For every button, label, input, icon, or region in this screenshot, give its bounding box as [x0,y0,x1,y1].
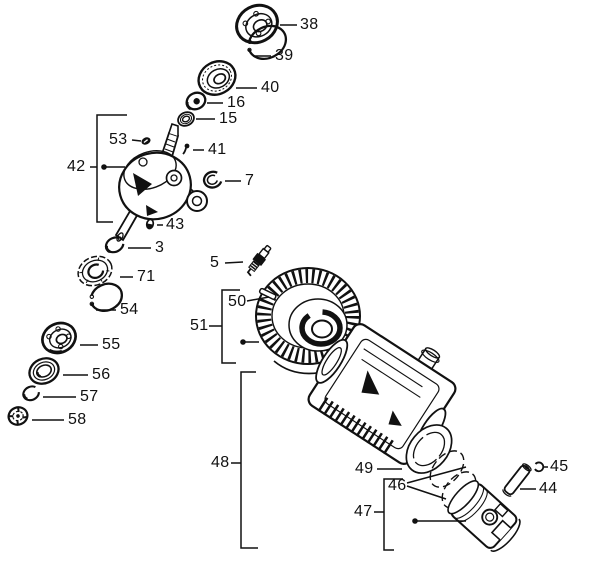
leader-lines [32,24,548,500]
callout-57: 57 [80,388,99,405]
piston-47-drawing [447,480,521,552]
callout-5: 5 [210,254,220,271]
callout-47: 47 [354,503,373,520]
callout-7: 7 [245,172,255,189]
bearing-40-drawing [197,60,237,96]
callout-16: 16 [227,94,246,111]
grommet-16-drawing [185,91,207,111]
callout-38: 38 [300,16,319,33]
cylinder-head-drawing [255,267,361,375]
bracket-42 [96,114,127,223]
pin-43-drawing [145,218,155,230]
piston-pin-44-drawing [502,463,532,497]
callout-53: 53 [109,131,128,148]
leader-46a [406,466,467,484]
leader-50 [246,296,270,302]
leader-53 [131,139,142,142]
callout-40: 40 [261,79,280,96]
woodruff-key-53-drawing [141,137,151,145]
seal-56-drawing [28,357,60,385]
bracket-47 [383,478,403,551]
bearing-55-drawing [41,321,77,355]
bushing-7-drawing [202,170,223,189]
washer-15-drawing [177,111,195,127]
cylinder-block-drawing [307,323,457,465]
spark-plug-5-drawing [246,244,272,277]
base-gasket-49-drawing [405,424,453,474]
callout-42: 42 [67,158,86,175]
head-stud-50-drawing [258,287,277,300]
callout-58: 58 [68,411,87,428]
callout-71: 71 [137,268,156,285]
leader-46b [406,485,447,500]
ring-57-drawing [22,385,40,402]
callout-49: 49 [355,460,374,477]
reference-brackets [90,114,466,551]
callout-41: 41 [208,141,227,158]
leader-5 [224,261,244,264]
bracket-48 [240,371,258,549]
bearing-38-drawing [235,3,279,45]
callout-50: 50 [228,293,247,310]
snap-ring-39-drawing [247,24,288,61]
callout-55: 55 [102,336,121,353]
callout-45: 45 [550,458,569,475]
callout-44: 44 [539,480,558,497]
key-41-drawing [182,143,190,155]
callout-39: 39 [275,47,294,64]
callout-51: 51 [190,317,209,334]
ring-3-drawing [104,236,125,254]
callout-54: 54 [120,301,139,318]
callout-15: 15 [219,110,238,127]
pin-clip-45-drawing [534,461,545,473]
callout-3: 3 [155,239,165,256]
nut-58-drawing [7,406,29,426]
oil-seal-71-drawing [77,255,113,287]
callout-48: 48 [211,454,230,471]
callout-43: 43 [166,216,185,233]
callout-46: 46 [388,477,407,494]
callout-56: 56 [92,366,111,383]
